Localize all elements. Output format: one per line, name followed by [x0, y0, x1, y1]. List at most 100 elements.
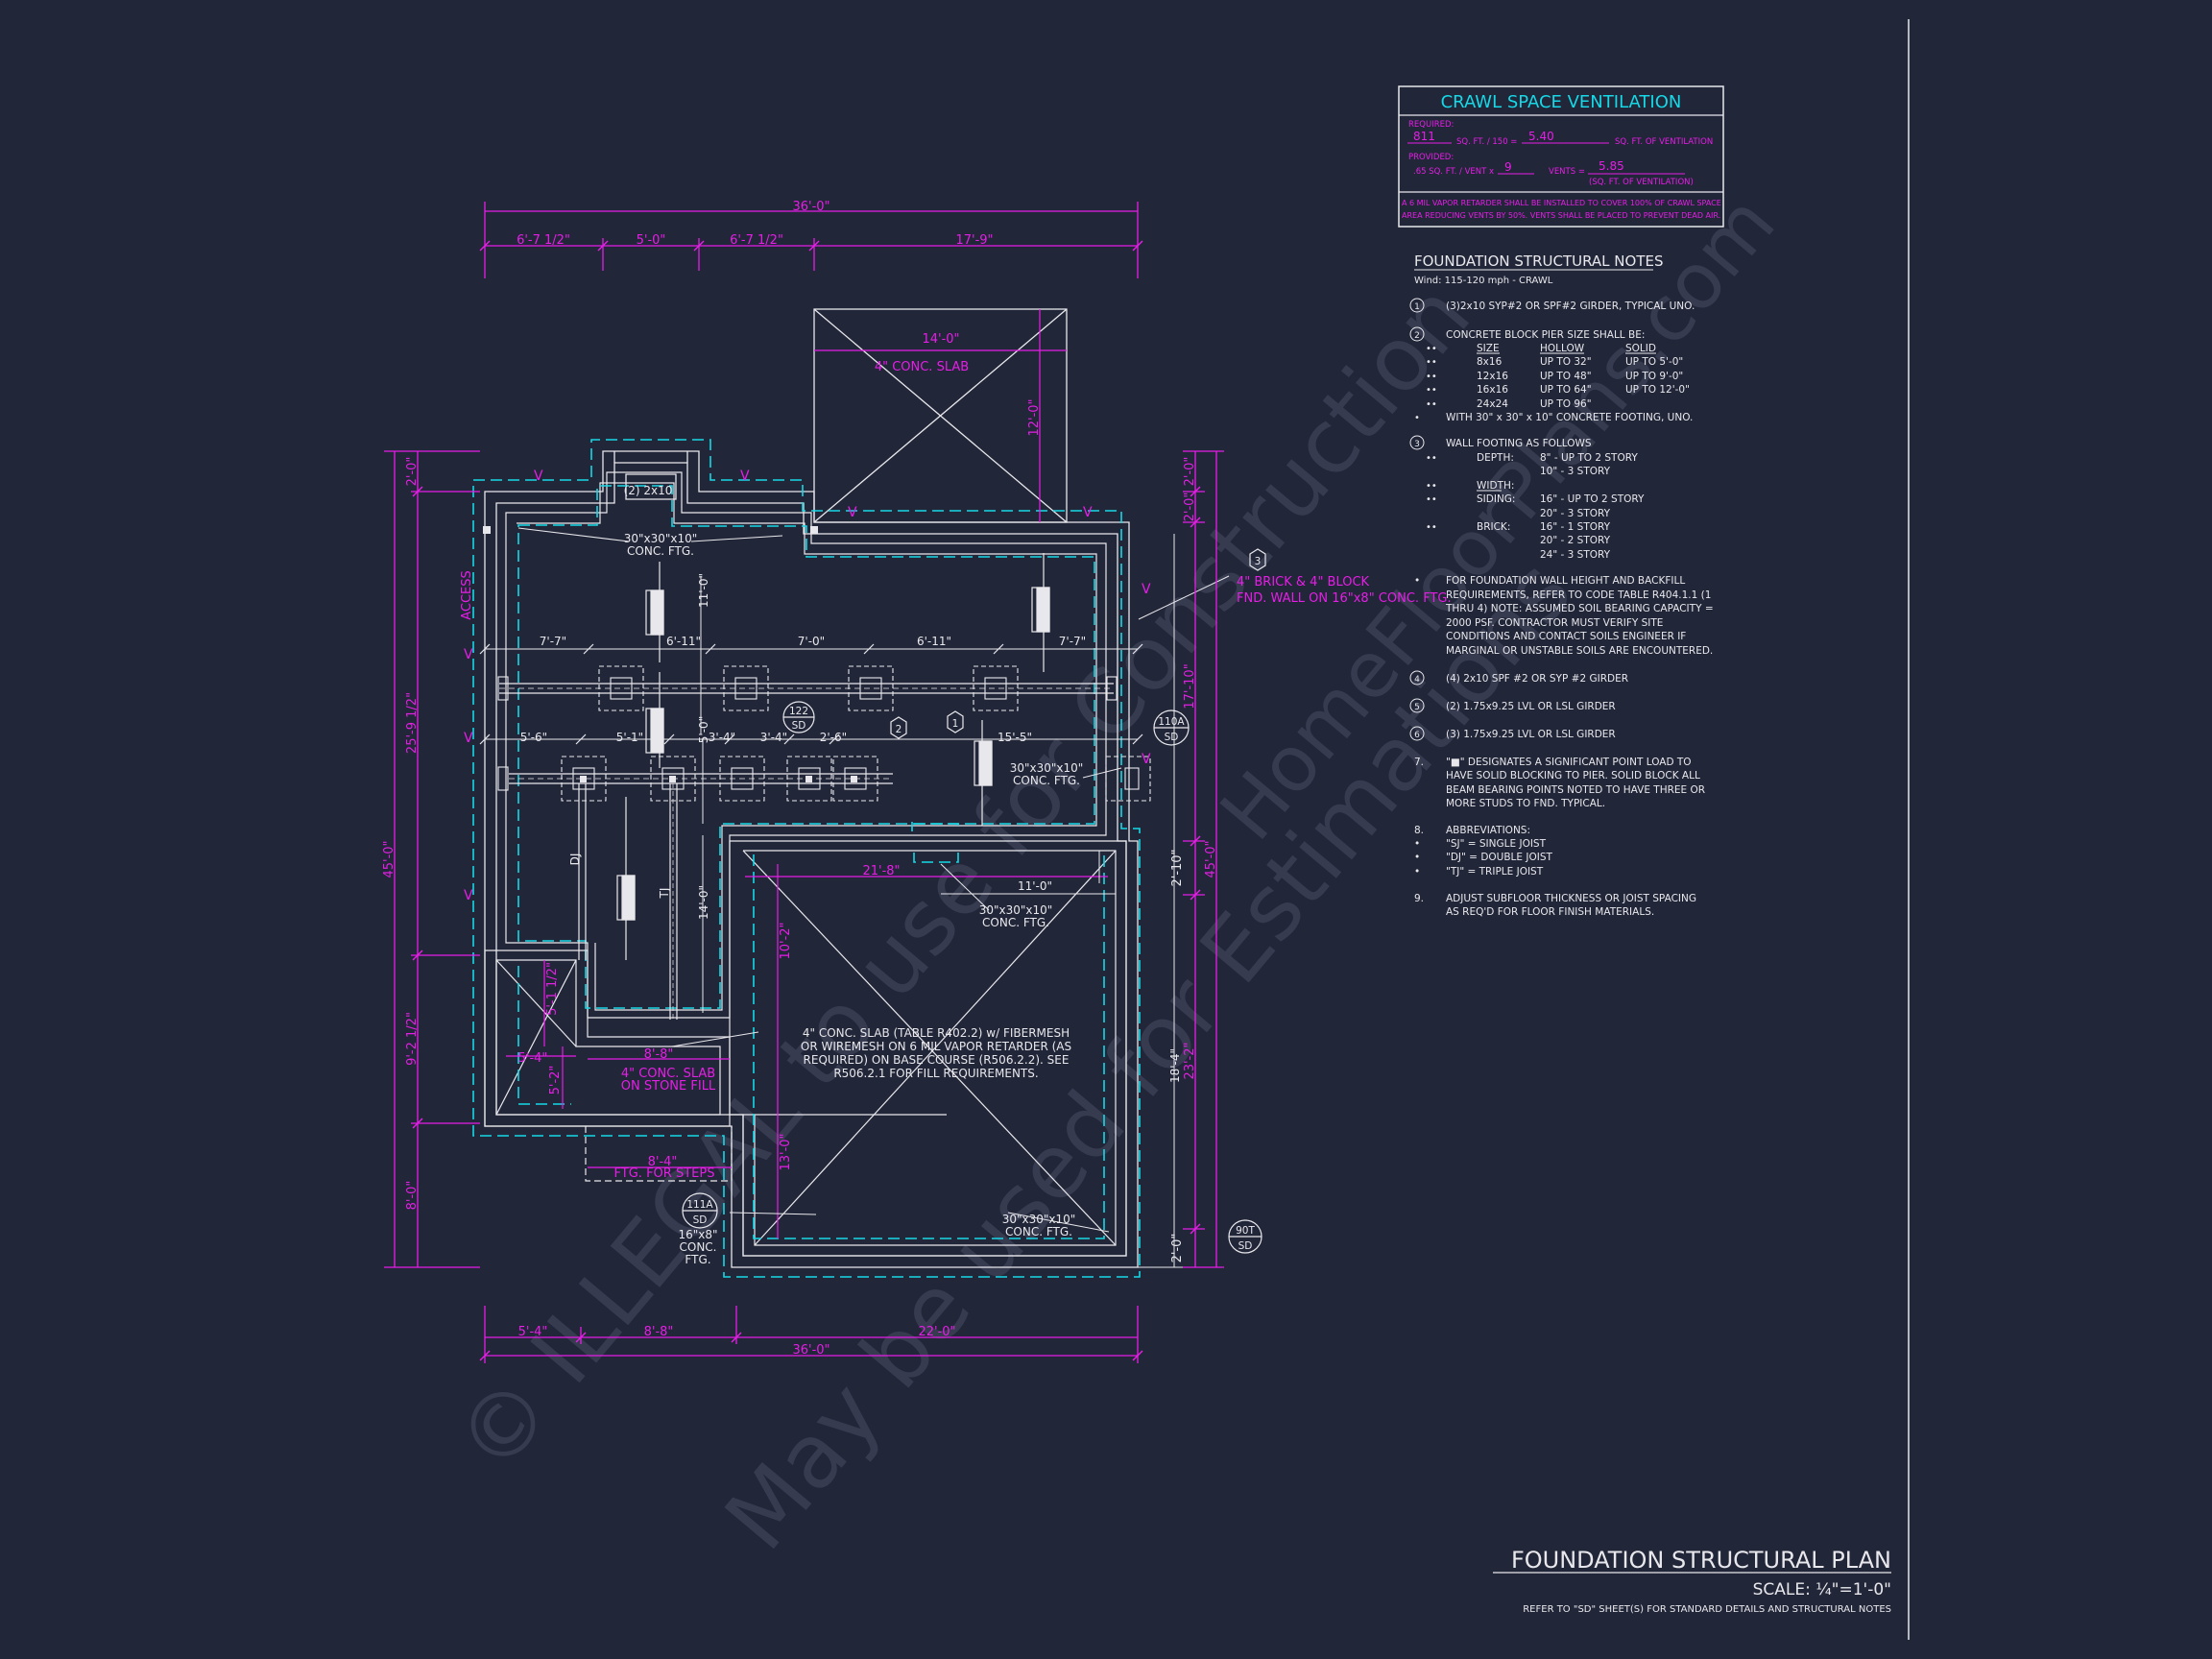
dj-label: DJ — [568, 854, 582, 866]
svg-text:••: •• — [1426, 494, 1437, 505]
svg-text:••: •• — [1426, 522, 1437, 533]
svg-text:••: •• — [1426, 399, 1437, 410]
outer-dimensions — [384, 202, 1224, 1363]
stoop-slab-line-1: 4" CONC. SLAB — [621, 1067, 715, 1081]
section-122-sheet: SD — [792, 720, 806, 732]
svg-text:9.: 9. — [1414, 893, 1424, 904]
dim-stoop-h2: 8'-8" — [644, 1047, 674, 1062]
pier-table-bullets: •••••• ••••• — [1414, 344, 1437, 423]
svg-text:4: 4 — [1414, 675, 1420, 685]
joist-markers — [616, 553, 1050, 960]
svg-text:V: V — [1083, 505, 1093, 520]
note-3-num: 3 — [1414, 440, 1420, 449]
note-tag-2 — [890, 716, 907, 739]
note-tag-3-num: 3 — [1255, 556, 1262, 567]
note-9-line-1: ADJUST SUBFLOOR THICKNESS OR JOIST SPACI… — [1446, 893, 1696, 904]
vent-note-line-2: AREA REDUCING VENTS BY 50%. VENTS SHALL … — [1402, 211, 1720, 220]
note-tag-3 — [1249, 548, 1266, 571]
note-7-line-3: BEAM BEARING POINTS NOTED TO HAVE THREE … — [1446, 784, 1705, 796]
pier-row-2-hollow: UP TO 48" — [1540, 371, 1592, 382]
vent-provided-label: PROVIDED: — [1408, 153, 1454, 162]
dim-row2-b: 5'-1" — [616, 731, 643, 744]
footing-outline — [472, 439, 1141, 1278]
dim-stoop-h: 5'-4" — [518, 1051, 548, 1066]
slab-note-line-1: 4" CONC. SLAB (TABLE R402.2) w/ FIBERMES… — [803, 1026, 1070, 1040]
dim-v-14: 14'-0" — [697, 885, 710, 920]
dim-right-6: 2'-0" — [1170, 1234, 1185, 1263]
pier-row-1-size: 8x16 — [1477, 356, 1503, 368]
vent-required-formula: SQ. FT. / 150 = — [1456, 137, 1517, 147]
svg-text:•: • — [1414, 866, 1420, 878]
interior-dim-rows — [485, 534, 1183, 1268]
section-90t-sheet: SD — [1238, 1240, 1253, 1252]
svg-text:V: V — [464, 888, 473, 903]
backfill-line-2: REQUIREMENTS, REFER TO CODE TABLE R404.1… — [1446, 589, 1711, 601]
dim-bottom-overall: 36'-0" — [792, 1343, 830, 1358]
svg-text:V: V — [464, 647, 473, 662]
dimension-ticks — [412, 240, 1201, 1361]
dim-left-1: 2'-0" — [405, 457, 420, 487]
dim-right-1: 2'-0" — [1183, 457, 1197, 487]
mid-footing-label-2: CONC. FTG. — [1013, 774, 1080, 787]
pier-header-solid: SOLID — [1625, 343, 1656, 354]
svg-text:•: • — [1414, 575, 1420, 587]
girder-line-lower — [509, 773, 893, 784]
note-2-text: CONCRETE BLOCK PIER SIZE SHALL BE: — [1446, 329, 1645, 341]
dim-right-2: 2'-0" — [1183, 493, 1197, 522]
backfill-line-5: CONDITIONS AND CONTACT SOILS ENGINEER IF — [1446, 631, 1686, 642]
dim-stoop-v2: 5'-2" — [548, 1066, 563, 1095]
note-1-text: (3)2x10 SYP#2 OR SPF#2 GIRDER, TYPICAL U… — [1446, 301, 1695, 312]
svg-text:••: •• — [1426, 481, 1437, 492]
dim-bottom-2: 8'-8" — [644, 1325, 674, 1339]
dim-row2-c: 3'-4" — [709, 731, 735, 744]
brick-wall-label-1: 4" BRICK & 4" BLOCK — [1237, 575, 1370, 589]
svg-text:••: •• — [1426, 385, 1437, 396]
note-8-dj: "DJ" = DOUBLE JOIST — [1446, 852, 1552, 863]
slab-note-line-2: OR WIREMESH ON 6 MIL VAPOR RETARDER (AS — [801, 1040, 1071, 1053]
piers-upper — [497, 665, 1118, 711]
svg-text:•: • — [1414, 413, 1420, 423]
top-footing-label-2: CONC. FTG. — [627, 544, 694, 558]
dim-left-4: 8'-0" — [405, 1181, 420, 1211]
backfill-line-4: 2000 PSF. CONTRACTOR MUST VERIFY SITE — [1446, 617, 1663, 629]
plan-text-white: (2) 2x10 30"x30"x10" CONC. FTG. 7'-7" 6'… — [520, 484, 1262, 1266]
corner-footing-label-2: CONC. FTG. — [1005, 1225, 1072, 1238]
siding-label: SIDING: — [1477, 493, 1515, 505]
pier-row-3-solid: UP TO 12'-0" — [1625, 384, 1690, 396]
svg-text:••: •• — [1426, 357, 1437, 368]
plan-title: FOUNDATION STRUCTURAL PLAN — [1511, 1547, 1891, 1574]
crawl-vent-table: CRAWL SPACE VENTILATION REQUIRED: 811 SQ… — [1398, 85, 1724, 228]
svg-text:V: V — [740, 469, 750, 484]
vent-required-label: REQUIRED: — [1408, 120, 1454, 130]
footing-16x8-line-1: 16"x8" — [678, 1228, 717, 1241]
dim-slab-21-8: 21'-8" — [862, 864, 900, 878]
note-7-line-4: MORE STUDS TO FND. TYPICAL. — [1446, 798, 1605, 809]
dim-top-2: 5'-0" — [637, 233, 666, 248]
svg-text:8.: 8. — [1414, 825, 1424, 836]
dim-right-5: 23'-2" — [1183, 1042, 1197, 1079]
girder-line-upper — [499, 683, 1114, 694]
section-111a-sheet: SD — [693, 1214, 708, 1226]
low-footing-label-1: 30"x30"x10" — [979, 903, 1053, 917]
dim-row1-a: 7'-7" — [540, 635, 566, 648]
note-8-tj: "TJ" = TRIPLE JOIST — [1446, 866, 1544, 878]
front-porch-slab — [813, 308, 1068, 523]
dim-row2-a: 5'-6" — [520, 731, 547, 744]
dim-row2-f: 15'-5" — [998, 731, 1032, 744]
point-loads — [483, 526, 857, 782]
svg-text:•: • — [1414, 838, 1420, 850]
backfill-line-6: MARGINAL OR UNSTABLE SOILS ARE ENCOUNTER… — [1446, 645, 1713, 657]
vent-note-line-1: A 6 MIL VAPOR RETARDER SHALL BE INSTALLE… — [1402, 199, 1721, 207]
vent-provided-vents-label: VENTS = — [1549, 167, 1585, 177]
depth-1: 8" - UP TO 2 STORY — [1540, 452, 1638, 464]
siding-2: 20" - 3 STORY — [1540, 508, 1611, 519]
notes-title: FOUNDATION STRUCTURAL NOTES — [1414, 252, 1664, 270]
dim-porch-width: 14'-0" — [922, 332, 959, 347]
dim-row1-c: 7'-0" — [798, 635, 825, 648]
svg-text:7.: 7. — [1414, 757, 1424, 768]
note-2-num: 2 — [1414, 331, 1420, 341]
dim-porch-height: 12'-0" — [1027, 398, 1042, 436]
note-7-line-1: "■" DESIGNATES A SIGNIFICANT POINT LOAD … — [1446, 757, 1692, 768]
vent-required-value: 811 — [1413, 130, 1435, 143]
note-1-num: 1 — [1414, 302, 1420, 312]
